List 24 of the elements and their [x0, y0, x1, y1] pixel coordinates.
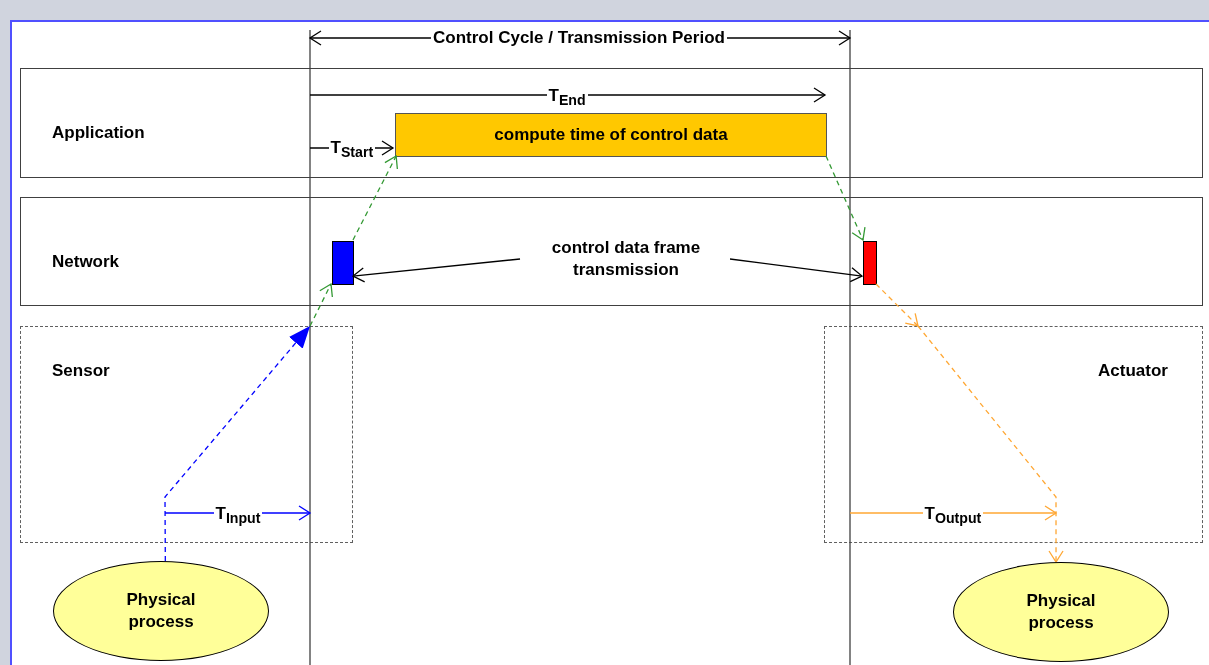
process-label: Physical process — [1025, 590, 1097, 634]
layer-label: Application — [52, 123, 145, 143]
signal-arrow — [164, 325, 311, 562]
process-label: Physical process — [125, 589, 197, 633]
leader-arrow — [352, 258, 521, 283]
annotation-text: control data frame transmission — [531, 237, 721, 283]
signal-arrow — [875, 283, 919, 327]
layer-band — [20, 197, 1203, 306]
compute-time-bar — [395, 113, 827, 157]
signal-arrow — [917, 325, 1064, 563]
time-label: T$_{Output}$ — [922, 504, 984, 529]
period-label: Control Cycle / Transmission Period — [431, 28, 727, 48]
signal-arrow — [352, 155, 398, 241]
layer-band — [20, 68, 1203, 178]
device-label: Sensor — [52, 361, 110, 381]
bar-label: compute time of control data — [493, 124, 729, 146]
frame-block — [332, 241, 354, 285]
signal-arrow — [825, 155, 866, 241]
leader-arrow — [729, 258, 863, 283]
frame-block — [863, 241, 877, 285]
device-label: Actuator — [1098, 361, 1168, 381]
time-label: T$_{Input}$ — [213, 504, 263, 529]
layer-label: Network — [52, 252, 120, 272]
signal-arrow — [309, 283, 333, 327]
